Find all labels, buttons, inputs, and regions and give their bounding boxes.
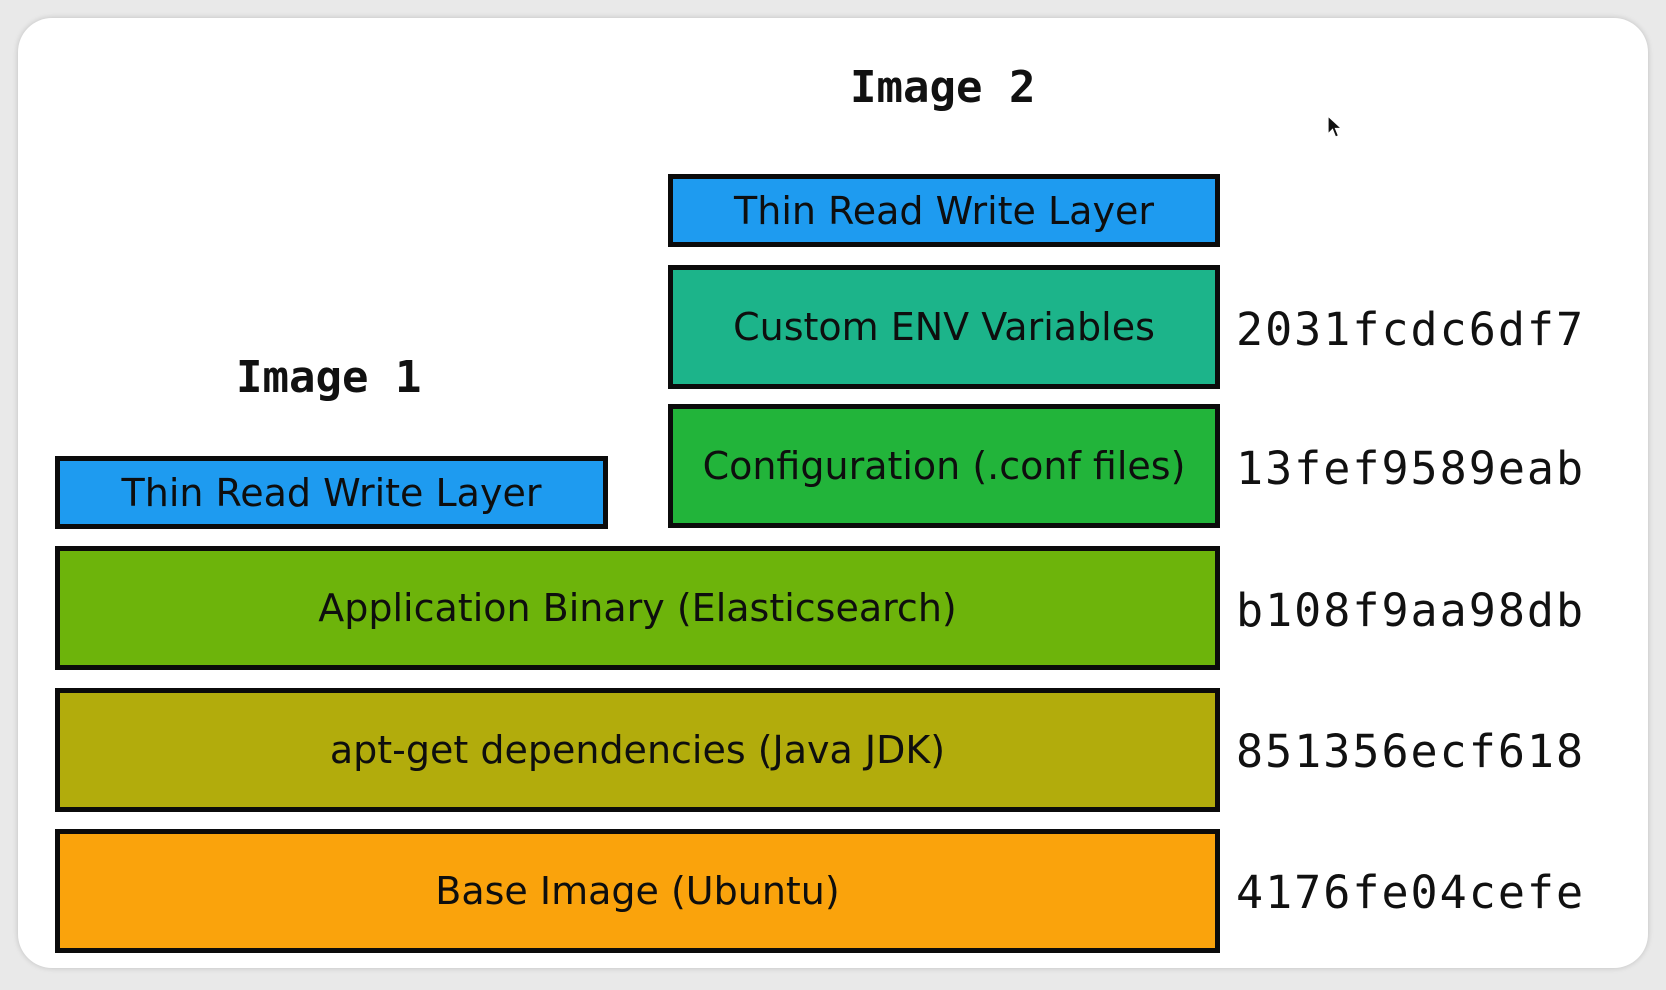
base-image-label: Base Image (Ubuntu) — [435, 869, 840, 913]
image2-title: Image 2 — [850, 62, 1036, 113]
app-binary-hash: b108f9aa98db — [1236, 584, 1586, 637]
configuration-label: Configuration (.conf files) — [702, 444, 1186, 488]
apt-get-dependencies-layer: apt-get dependencies (Java JDK) — [55, 688, 1220, 812]
image1-title: Image 1 — [236, 352, 422, 403]
base-image-hash: 4176fe04cefe — [1236, 866, 1586, 919]
image2-thin-layer-label: Thin Read Write Layer — [734, 188, 1154, 233]
configuration-hash: 13fef9589eab — [1236, 442, 1586, 495]
custom-env-label: Custom ENV Variables — [733, 305, 1155, 349]
mouse-pointer-icon — [1327, 115, 1343, 138]
image2-thin-read-write-layer: Thin Read Write Layer — [668, 174, 1220, 247]
custom-env-variables-layer: Custom ENV Variables — [668, 265, 1220, 389]
apt-get-label: apt-get dependencies (Java JDK) — [329, 728, 946, 772]
apt-get-hash: 851356ecf618 — [1236, 725, 1586, 778]
custom-env-hash: 2031fcdc6df7 — [1236, 303, 1586, 356]
application-binary-label: Application Binary (Elasticsearch) — [318, 586, 957, 630]
application-binary-layer: Application Binary (Elasticsearch) — [55, 546, 1220, 670]
image1-thin-read-write-layer: Thin Read Write Layer — [55, 456, 608, 529]
image1-thin-layer-label: Thin Read Write Layer — [121, 470, 542, 515]
base-image-layer: Base Image (Ubuntu) — [55, 829, 1220, 953]
configuration-layer: Configuration (.conf files) — [668, 404, 1220, 528]
